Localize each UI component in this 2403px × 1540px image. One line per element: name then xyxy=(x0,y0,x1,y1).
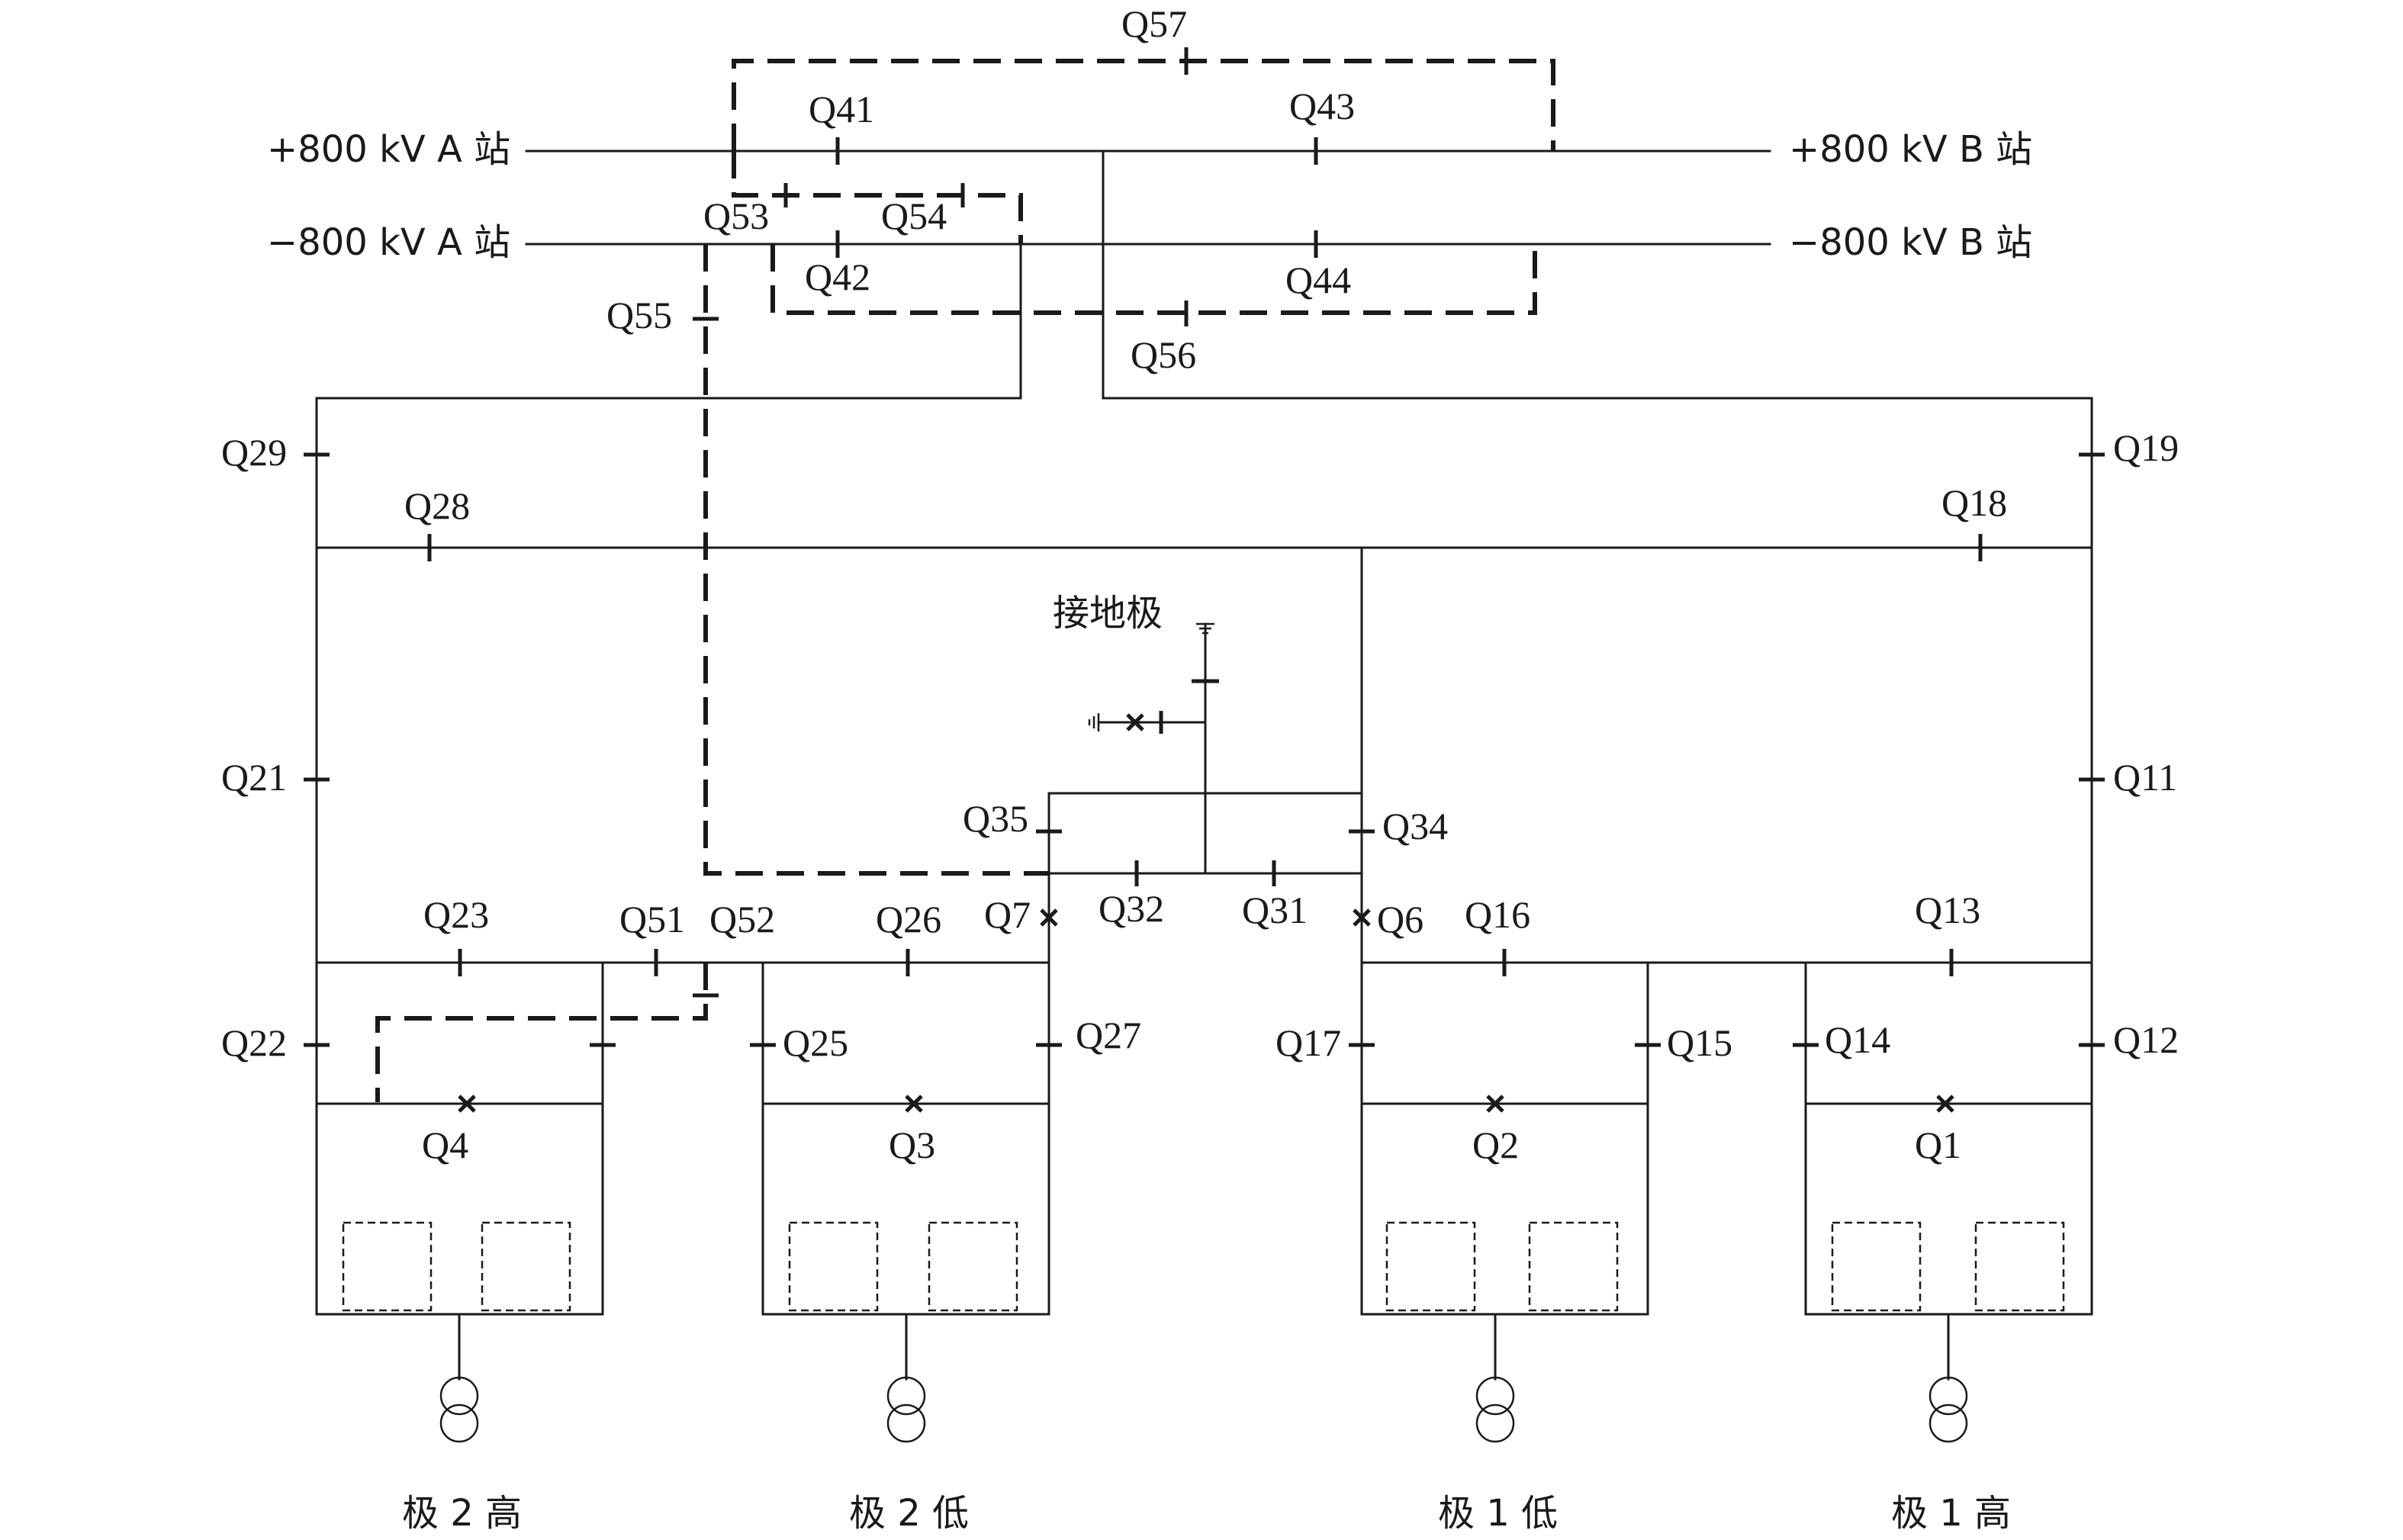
valve-group-icon xyxy=(788,1221,879,1312)
label-q11: Q11 xyxy=(2113,756,2177,799)
valve-group-icon xyxy=(1385,1221,1476,1312)
breaker-q1-icon xyxy=(1936,1095,1954,1113)
converter-pole1-low xyxy=(1349,961,1661,1443)
label-q52: Q52 xyxy=(709,898,775,940)
label-q23: Q23 xyxy=(423,893,489,936)
converter-pole2-low xyxy=(750,961,1062,1443)
label-q12: Q12 xyxy=(2113,1018,2179,1061)
converter-label: 极 2 低 xyxy=(849,1492,969,1535)
valve-group-icon xyxy=(928,1221,1018,1312)
converter-pole1-high xyxy=(1793,961,2105,1443)
bus-label-neg-a: −800 kV A 站 xyxy=(267,221,510,264)
transformer-icon xyxy=(1929,1403,1968,1443)
dashed-transfer-paths xyxy=(375,47,1555,1102)
label-q55: Q55 xyxy=(606,294,672,336)
label-q28: Q28 xyxy=(404,484,470,527)
transformer-icon xyxy=(886,1403,926,1443)
label-q3: Q3 xyxy=(889,1124,935,1166)
converter-pole2-high xyxy=(304,961,616,1443)
transformer-icon xyxy=(1475,1403,1515,1443)
label-q2: Q2 xyxy=(1472,1124,1519,1166)
earthing-ground-icon xyxy=(1088,713,1100,731)
valve-group-icon xyxy=(481,1221,571,1312)
breaker-q3-icon xyxy=(905,1095,923,1113)
label-q35: Q35 xyxy=(963,797,1028,840)
label-q4: Q4 xyxy=(422,1124,468,1166)
bus-feeders xyxy=(304,149,2105,964)
label-q17: Q17 xyxy=(1275,1021,1341,1064)
bus-label-pos-b: +800 kV B 站 xyxy=(1789,128,2032,171)
label-q43: Q43 xyxy=(1289,85,1355,127)
neg-feeder xyxy=(315,243,1022,964)
label-q25: Q25 xyxy=(783,1021,848,1064)
label-q54: Q54 xyxy=(881,195,947,237)
label-q44: Q44 xyxy=(1285,259,1351,301)
label-q15: Q15 xyxy=(1667,1021,1732,1064)
ground-electrode-area: 接地极 xyxy=(1036,592,1375,964)
converter-label: 极 2 高 xyxy=(402,1492,522,1535)
label-q53: Q53 xyxy=(703,195,769,237)
label-q56: Q56 xyxy=(1131,333,1196,376)
label-q7: Q7 xyxy=(984,893,1031,936)
converter-label: 极 1 高 xyxy=(1891,1492,2011,1535)
earthing-breaker-icon xyxy=(1126,713,1144,731)
pos-feeder xyxy=(1102,149,2093,964)
label-q13: Q13 xyxy=(1915,889,1980,931)
q55-path xyxy=(703,244,1049,876)
label-q21: Q21 xyxy=(221,756,287,799)
breaker-q6-icon xyxy=(1353,908,1371,927)
q57-bypass-path xyxy=(732,59,1555,151)
switch-labels: Q57 Q41 Q43 Q53 Q54 Q42 Q44 Q55 Q56 Q29 … xyxy=(221,2,2179,1166)
label-q16: Q16 xyxy=(1465,893,1530,936)
breaker-q2-icon xyxy=(1486,1095,1504,1113)
label-q34: Q34 xyxy=(1382,805,1448,847)
label-q42: Q42 xyxy=(805,256,870,298)
valve-group-icon xyxy=(342,1221,433,1312)
breaker-q4-icon xyxy=(458,1095,476,1113)
transformer-icon xyxy=(1475,1376,1515,1416)
converter-box xyxy=(1360,961,1649,1316)
converter-label: 极 1 低 xyxy=(1438,1492,1558,1535)
ground-icon xyxy=(1196,622,1214,635)
valve-group-icon xyxy=(1974,1221,2065,1312)
label-q57: Q57 xyxy=(1121,2,1187,45)
label-q32: Q32 xyxy=(1099,887,1164,930)
valve-group-icon xyxy=(1528,1221,1619,1312)
ground-electrode-label: 接地极 xyxy=(1053,592,1163,635)
label-q41: Q41 xyxy=(809,88,874,130)
label-q22: Q22 xyxy=(221,1021,287,1064)
converter-labels: 极 2 高 极 2 低 极 1 低 极 1 高 xyxy=(402,1492,2011,1535)
dc-buses: +800 kV A 站 +800 kV B 站 −800 kV A 站 −800… xyxy=(267,128,2032,264)
label-q6: Q6 xyxy=(1377,898,1423,940)
label-q19: Q19 xyxy=(2113,426,2179,469)
bus-label-neg-b: −800 kV B 站 xyxy=(1789,221,2032,264)
label-q31: Q31 xyxy=(1242,889,1308,931)
transformer-icon xyxy=(1929,1376,1968,1416)
q51-path xyxy=(375,963,708,1102)
label-q18: Q18 xyxy=(1941,481,2007,524)
q53-q54-path xyxy=(732,151,1023,244)
label-q1: Q1 xyxy=(1915,1124,1961,1166)
label-q51: Q51 xyxy=(619,898,685,940)
transformer-icon xyxy=(886,1376,926,1416)
label-q27: Q27 xyxy=(1076,1014,1141,1056)
pole-buses xyxy=(315,949,2093,976)
valve-group-icon xyxy=(1831,1221,1922,1312)
label-q26: Q26 xyxy=(876,898,941,940)
transformer-icon xyxy=(439,1403,479,1443)
label-q14: Q14 xyxy=(1825,1018,1890,1061)
bus-label-pos-a: +800 kV A 站 xyxy=(267,128,510,171)
transformer-icon xyxy=(439,1376,479,1416)
label-q29: Q29 xyxy=(221,431,287,474)
q56-bypass-path xyxy=(770,244,1537,315)
